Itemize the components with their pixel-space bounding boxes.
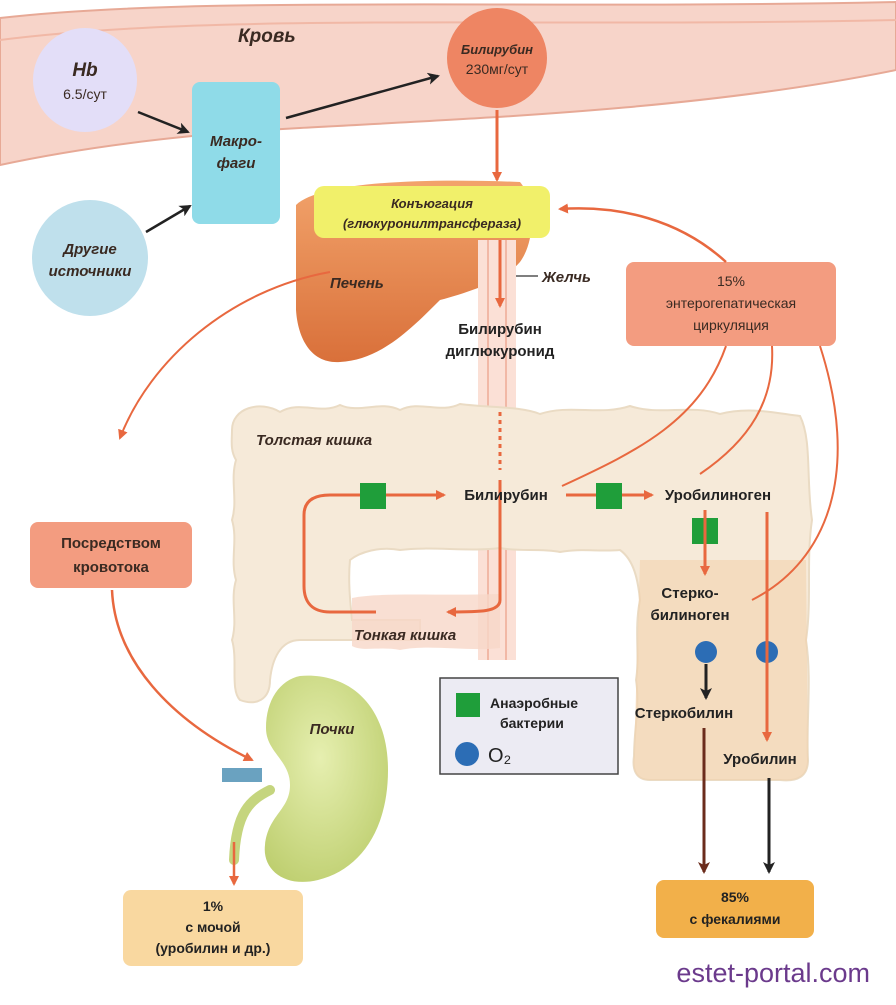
blood-label: Кровь [238,26,296,47]
hb-circle [33,28,137,132]
bloodstream-line1: Посредством [61,535,161,552]
enterohepatic-line1: 15% [717,273,745,289]
renal-vessel [222,768,262,782]
urine-line3: (уробилин и др.) [156,940,271,956]
macrophages-box [192,82,280,224]
stercobilinogen-line1: Стерко- [661,585,718,602]
other-sources-line1: Другие [61,241,116,258]
legend-oxygen-label: O₂ [488,745,511,767]
conjugation-line1: Конъюгация [391,196,473,211]
bilirubin-blood-circle [447,8,547,108]
curve-bloodstream-to-kidney [110,589,254,762]
feces-box [656,880,814,938]
bile-label: Желчь [541,269,591,286]
bloodstream-line2: кровотока [73,559,149,576]
small-intestine-shape [352,594,500,650]
arrow-loop-to-bilirubin [302,490,446,614]
kidneys-label: Почки [310,721,355,738]
stercobilin-label: Стеркобилин [635,705,733,722]
hb-title: Hb [72,60,98,81]
colon-descending-shade [633,560,808,781]
enterohepatic-line3: циркуляция [693,317,769,333]
arrow-small-intestine-loop [446,480,502,617]
urine-line2: с мочой [185,919,240,935]
arrow-other-to-macrophages [145,204,192,234]
arrow-macrophages-to-bilirubin [285,72,440,120]
other-sources-line2: источники [49,263,132,280]
legend-bacteria-line2: бактерии [500,715,564,731]
liver-label: Печень [330,275,384,292]
conjugation-line2: (глюкуронилтрансфераза) [343,216,521,231]
conjugation-box [314,186,550,238]
diglucuronide-line1: Билирубин [458,321,542,338]
feces-line1: 85% [721,889,750,905]
legend-oxygen-swatch [455,742,479,766]
urine-box [123,890,303,966]
small-intestine-label: Тонкая кишка [354,627,456,644]
legend-bacteria-swatch [456,693,480,717]
urobilinogen-label: Уробилиноген [665,487,771,504]
watermark: estet-portal.com [676,958,870,988]
gut-bilirubin-label: Билирубин [464,487,548,504]
bloodstream-box [30,522,192,588]
bilirubin-blood-line2: 230мг/сут [466,61,529,77]
ureter [229,785,275,865]
kidney-shape [264,675,388,882]
oxygen-circle-1 [695,641,717,663]
curve-entero-3 [751,345,839,601]
diglucuronide-line2: диглюкуронид [446,343,555,360]
enterohepatic-line2: энтерогепатическая [666,295,796,311]
curve-entero-1 [561,345,727,487]
curve-liver-to-bloodstream [118,271,331,440]
hb-value: 6.5/сут [63,86,107,102]
legend-bacteria-line1: Анаэробные [490,695,578,711]
urine-line1: 1% [203,898,224,914]
bilirubin-blood-line1: Билирубин [461,42,533,57]
stercobilinogen-line2: билиноген [650,607,729,624]
other-sources-circle [32,200,148,316]
bacteria-square-1 [360,483,386,509]
arrow-hb-to-macrophages [137,110,190,134]
urobilin-label: Уробилин [723,751,796,768]
macrophages-line1: Макро- [210,133,262,150]
arrow-enterohepatic-to-liver [558,203,727,263]
curve-entero-2 [699,345,774,475]
colon-label: Толстая кишка [256,432,372,449]
bacteria-square-2 [596,483,622,509]
macrophages-line2: фаги [217,155,256,172]
feces-line2: с фекалиями [690,911,781,927]
enterohepatic-box [626,262,836,346]
